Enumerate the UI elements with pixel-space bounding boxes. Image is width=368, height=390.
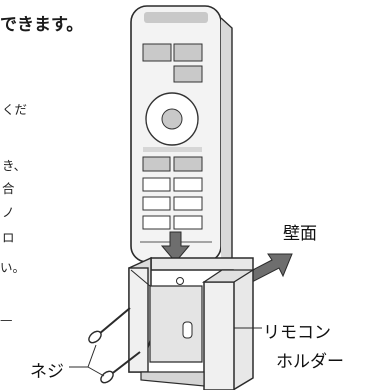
remote-button [173,215,203,230]
body-text-fragment-4: ノ [2,205,15,220]
holder-inner-panel [149,285,203,363]
body-text-fragment-1: くだ [2,102,28,117]
screws [88,307,141,384]
body-text-fragment-5: ロ [2,230,15,245]
holder-bottom [140,371,205,387]
dash-fragment: — [0,312,13,327]
body-text-fragment-3: 合 [2,181,15,196]
remote-button [173,177,203,192]
wall-label: 壁面 [283,224,317,244]
remote-button [173,43,203,62]
remote-button [173,156,203,172]
screw-hole [176,277,184,285]
holder-right-top [201,269,256,283]
remote-button [142,43,172,62]
remote-button [142,215,171,230]
insert-arrow [160,231,191,263]
remote-top-band [144,12,208,23]
holder-right-face [203,281,235,390]
remote-dial-inner [161,108,183,130]
holder-left-face [128,267,149,373]
remote-mid-band [143,147,202,152]
page-title-fragment: できます。 [0,15,84,35]
screw-head [100,370,114,384]
remote-button [173,196,203,211]
remote-button [173,65,203,83]
remote-button [142,156,171,172]
remote-button [142,196,171,211]
screw-leader-line-2 [87,366,105,377]
holder-label-line2: ホルダー [276,352,344,372]
body-text-fragment-2: き、 [2,158,27,173]
holder-edge [130,269,151,287]
remote-control [130,5,233,263]
remote-holder [128,256,256,390]
screws-label: ネジ [30,362,64,382]
holder-label-line1: リモコン [263,323,331,343]
body-text-fragment-6: い。 [0,260,26,275]
screw-leader-line [69,344,97,368]
remote-side [220,17,233,263]
screw-head [88,330,102,344]
screw-slot [182,321,193,339]
remote-button [142,177,171,192]
